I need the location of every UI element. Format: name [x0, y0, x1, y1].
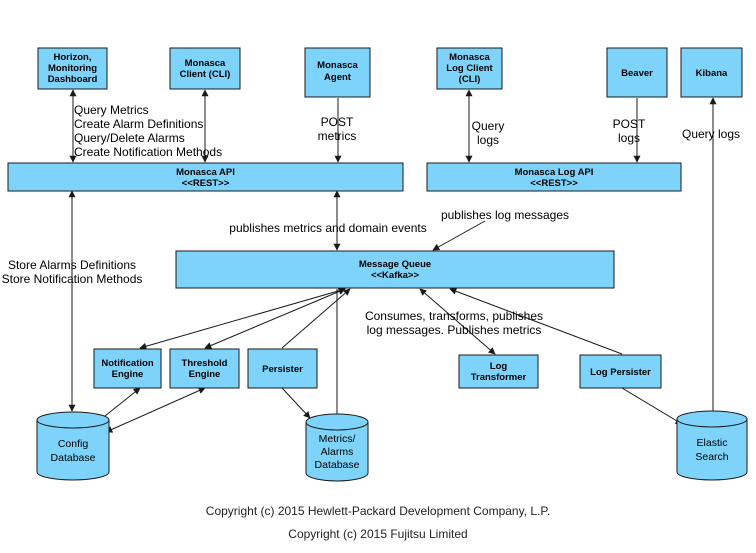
svg-text:Persister: Persister	[262, 364, 303, 375]
svg-text:Copyright (c) 2015 Hewlett-Pac: Copyright (c) 2015 Hewlett-Packard Devel…	[206, 504, 550, 518]
node-monasca-log-api: Monasca Log API<<REST>>	[426, 162, 682, 192]
edge-mq-logpersister	[449, 287, 623, 355]
edge-mq-threshold	[204, 288, 346, 349]
svg-text:publishes log messages: publishes log messages	[441, 208, 569, 222]
svg-text:Beaver: Beaver	[621, 68, 653, 79]
edge-logpersister-elastic	[621, 387, 683, 425]
edge-mq-logtransformer	[419, 288, 496, 355]
edge-persister-metricsdb	[281, 387, 311, 419]
node-beaver: Beaver	[606, 47, 668, 98]
copyright: Copyright (c) 2015 Hewlett-Packard Devel…	[206, 504, 550, 541]
svg-text:publishes metrics and domain e: publishes metrics and domain events	[229, 221, 426, 235]
svg-text:Query logs: Query logs	[682, 127, 740, 141]
connections	[68, 89, 717, 433]
edge-mq-notification	[139, 287, 346, 350]
svg-text:Log Persister: Log Persister	[590, 367, 651, 378]
node-message-queue: Message Queue<<Kafka>>	[175, 250, 615, 289]
label-query-logs-kibana: Query logs	[682, 127, 740, 141]
svg-text:Message Queue<<Kafka>>: Message Queue<<Kafka>>	[359, 259, 431, 281]
svg-text:Copyright (c) 2015 Fujitsu Lim: Copyright (c) 2015 Fujitsu Limited	[288, 527, 467, 541]
edge-configdb-notification	[99, 387, 141, 421]
edge-mq-persister	[281, 288, 351, 349]
label-publishes-logs: publishes log messages	[441, 208, 569, 222]
node-kibana: Kibana	[680, 47, 743, 98]
node-log-persister: Log Persister	[579, 354, 662, 389]
node-persister: Persister	[247, 348, 318, 389]
svg-text:Monasca API<<REST>>: Monasca API<<REST>>	[176, 167, 235, 189]
svg-text:Kibana: Kibana	[696, 68, 728, 79]
edge-configdb-threshold	[105, 387, 206, 433]
label-publishes-metrics: publishes metrics and domain events	[229, 221, 426, 235]
svg-text:Monasca Log API<<REST>>: Monasca Log API<<REST>>	[515, 167, 594, 189]
edge-logapi-mq	[432, 220, 486, 251]
node-monasca-api: Monasca API<<REST>>	[7, 162, 404, 192]
